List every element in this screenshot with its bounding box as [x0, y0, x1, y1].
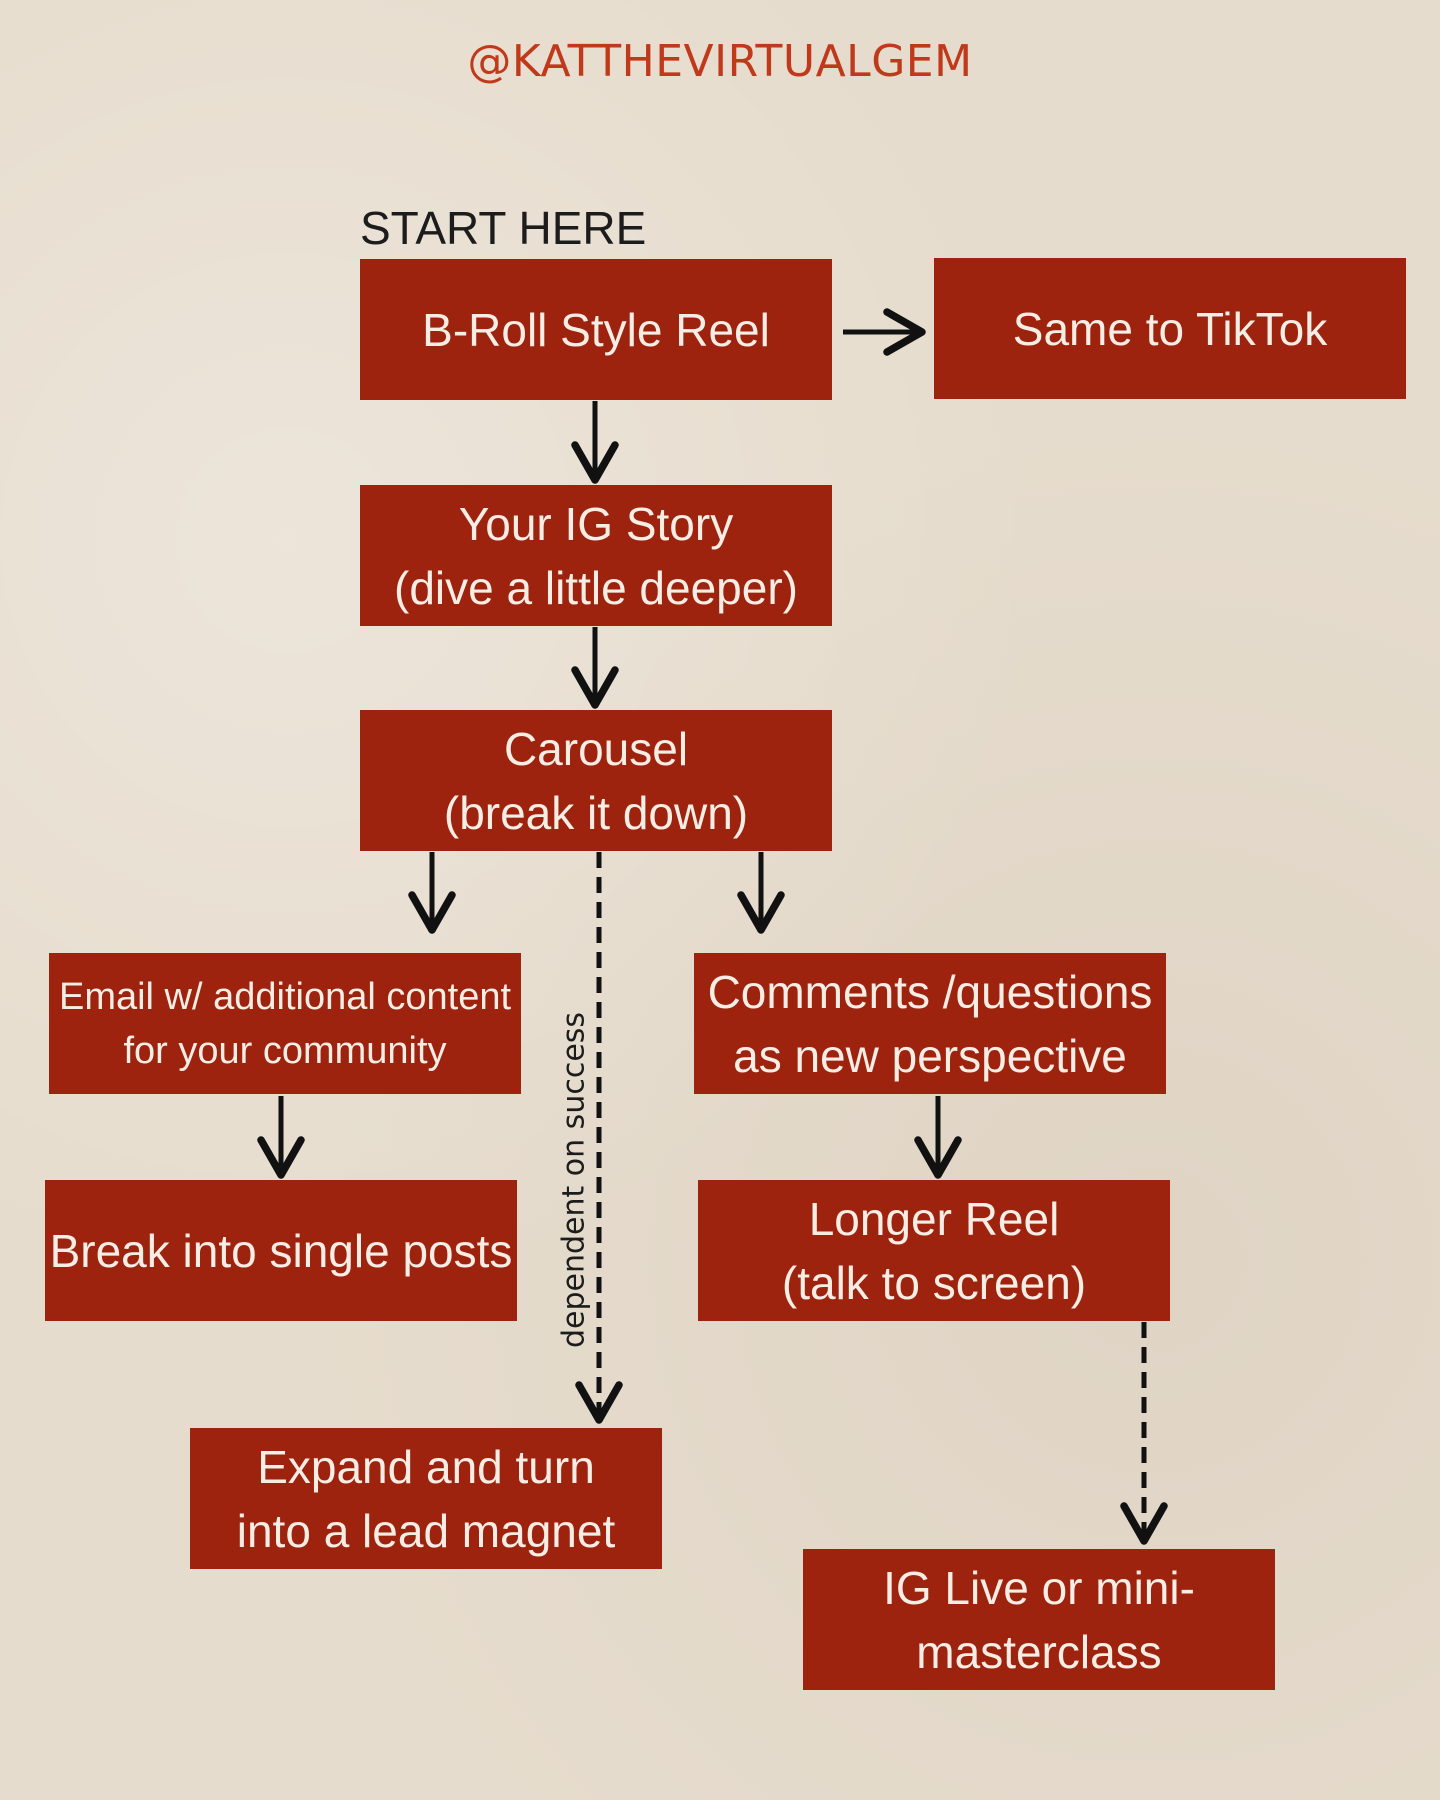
- box-broll-reel-line-1: B-Roll Style Reel: [422, 303, 770, 356]
- box-carousel-line-2: (break it down): [443, 786, 749, 839]
- box-email-line-1: Email w/ additional content: [58, 975, 512, 1018]
- box-broll-reel: B-Roll Style Reel: [360, 259, 832, 400]
- box-carousel: Carousel (break it down): [360, 710, 832, 851]
- start-label: START HERE: [360, 202, 647, 254]
- box-single-posts: Break into single posts: [45, 1180, 517, 1321]
- box-ig-story-line-1: Your IG Story: [458, 497, 734, 550]
- box-ig-live-line-1: IG Live or mini-: [883, 1561, 1195, 1614]
- box-single-posts-line-1: Break into single posts: [49, 1224, 513, 1277]
- box-ig-story: Your IG Story (dive a little deeper): [360, 485, 832, 626]
- box-comments-line-1: Comments /questions: [707, 965, 1153, 1018]
- box-longer-reel: Longer Reel (talk to screen): [698, 1180, 1170, 1321]
- connector-note: dependent on success: [556, 1011, 592, 1349]
- box-email-line-2: for your community: [123, 1029, 447, 1072]
- box-longer-reel-line-1: Longer Reel: [808, 1192, 1060, 1245]
- box-carousel-line-1: Carousel: [503, 722, 689, 775]
- box-email: Email w/ additional content for your com…: [49, 953, 521, 1094]
- box-longer-reel-line-2: (talk to screen): [781, 1256, 1087, 1309]
- box-comments: Comments /questions as new perspective: [694, 953, 1166, 1094]
- box-lead-magnet: Expand and turn into a lead magnet: [190, 1428, 662, 1569]
- box-same-to-tiktok-line-1: Same to TikTok: [1012, 302, 1328, 355]
- box-comments-line-2: as new perspective: [733, 1029, 1127, 1082]
- box-ig-live-line-2: masterclass: [916, 1625, 1162, 1678]
- brand-handle: @KATTHEVIRTUALGEM: [467, 36, 973, 87]
- box-lead-magnet-line-2: into a lead magnet: [236, 1504, 616, 1557]
- box-same-to-tiktok: Same to TikTok: [934, 258, 1406, 399]
- box-ig-live: IG Live or mini- masterclass: [803, 1549, 1275, 1690]
- box-ig-story-line-2: (dive a little deeper): [394, 561, 798, 614]
- box-lead-magnet-line-1: Expand and turn: [257, 1440, 595, 1493]
